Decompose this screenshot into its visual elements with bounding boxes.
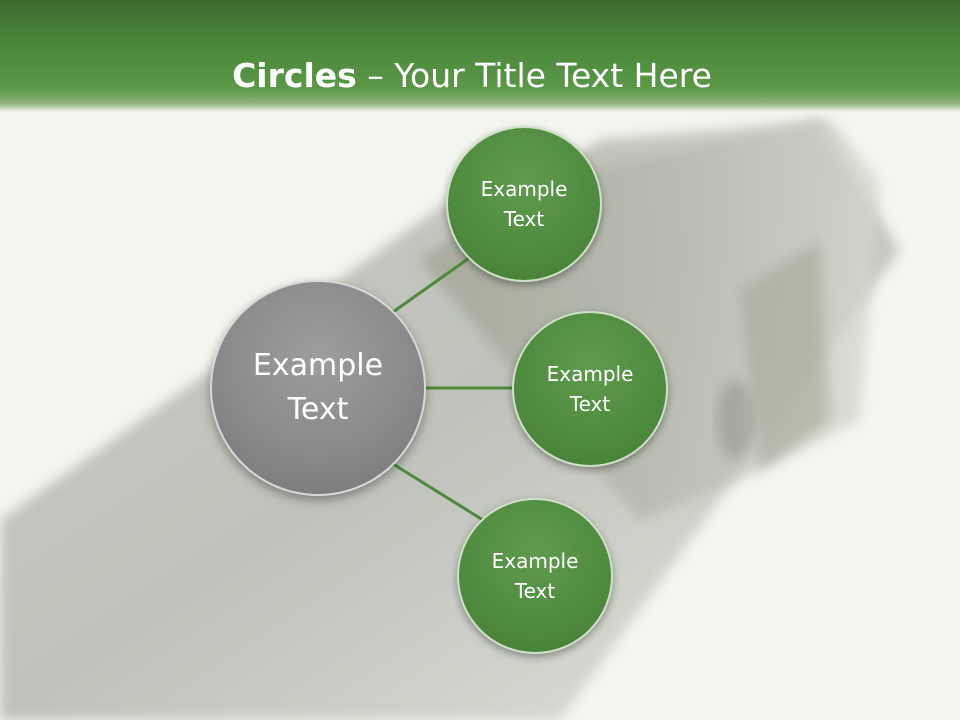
connector-line-1 (392, 254, 473, 314)
center-circle-label: Example Text (252, 348, 384, 427)
node-circle-label: Example Text (480, 177, 568, 231)
node-circle-3[interactable]: Example Text (457, 498, 613, 654)
slide-title-rest: – Your Title Text Here (356, 56, 712, 95)
slide-title: Circles – Your Title Text Here (0, 56, 944, 96)
connector-line-3 (392, 462, 484, 522)
node-circle-label: Example Text (491, 549, 579, 603)
node-circle-2[interactable]: Example Text (512, 311, 668, 467)
node-circle-label: Example Text (546, 362, 634, 416)
slide-title-bold: Circles (232, 56, 357, 95)
center-circle[interactable]: Example Text (210, 280, 426, 496)
title-bar: Circles – Your Title Text Here (0, 0, 960, 112)
node-circle-1[interactable]: Example Text (446, 126, 602, 282)
